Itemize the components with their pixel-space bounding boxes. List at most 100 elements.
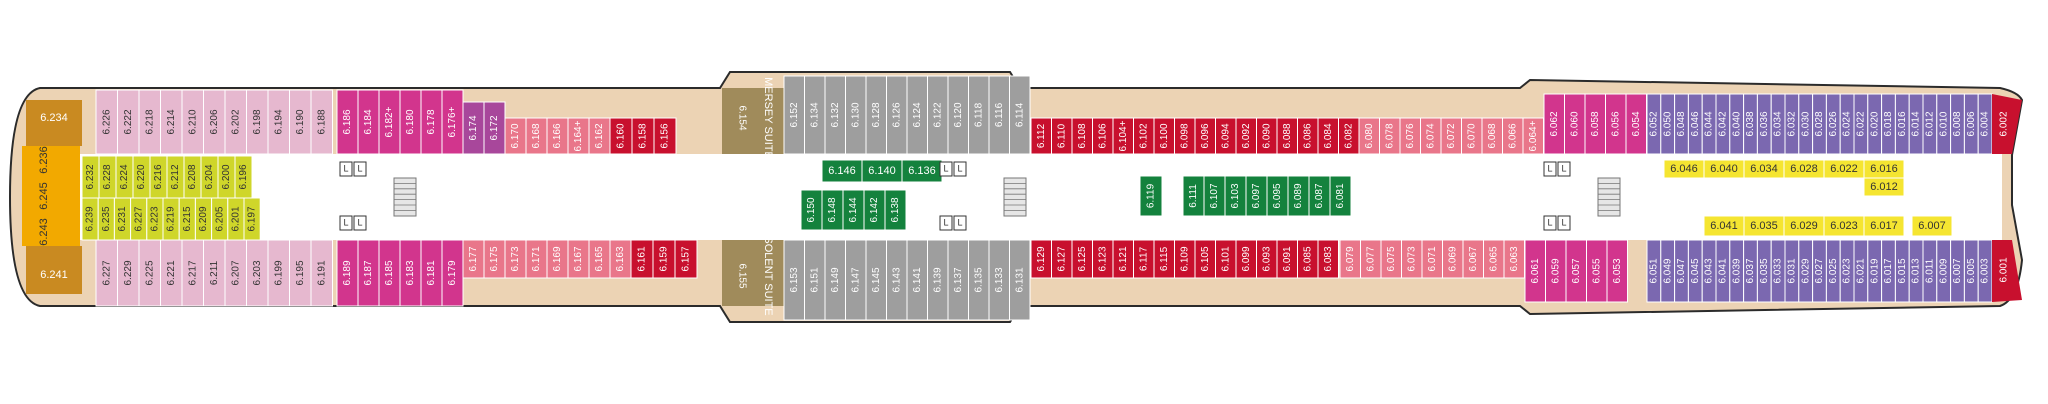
cabin-6-197[interactable]: 6.197 [243, 197, 261, 241]
cabin-6-029[interactable]: 6.029 [1798, 239, 1814, 303]
cabin-6-153[interactable]: 6.153 [783, 239, 805, 321]
cabin-6-076[interactable]: 6.076 [1399, 117, 1421, 155]
cabin-6-062[interactable]: 6.062 [1543, 93, 1565, 155]
cabin-6-182[interactable]: 6.182+ [378, 89, 401, 155]
cabin-6-061[interactable]: 6.061 [1524, 239, 1546, 303]
cabin-6-101[interactable]: 6.101 [1215, 239, 1237, 279]
cabin-6-093[interactable]: 6.093 [1256, 239, 1278, 279]
cabin-block[interactable] [1009, 239, 1031, 321]
cabin-6-152[interactable]: 6.152 [783, 75, 805, 155]
cabin-6-141[interactable]: 6.141 [906, 239, 928, 321]
cabin-6-065[interactable]: 6.065 [1483, 239, 1505, 279]
aft-cabin-6-001[interactable]: 6.001 [1992, 240, 2022, 302]
cabin-6-078[interactable]: 6.078 [1379, 117, 1401, 155]
cabin-6-019[interactable]: 6.019 [1867, 239, 1883, 303]
cabin-6-174[interactable]: 6.174 [462, 101, 485, 155]
suite-block[interactable] [722, 240, 784, 306]
suite-block[interactable] [722, 88, 784, 154]
cabin-6-218[interactable]: 6.218 [138, 89, 161, 155]
cabin-6-115[interactable]: 6.115 [1153, 239, 1175, 279]
cabin-6-116[interactable]: 6.116 [988, 75, 1010, 155]
cabin-6-050[interactable]: 6.050 [1660, 93, 1676, 155]
cabin-6-180[interactable]: 6.180 [399, 89, 422, 155]
cabin-6-055[interactable]: 6.055 [1586, 239, 1608, 303]
cabin-6-215[interactable]: 6.215 [178, 197, 196, 241]
cabin-6-172[interactable]: 6.172 [483, 101, 506, 155]
cabin-6-102[interactable]: 6.102 [1133, 117, 1155, 155]
cabin-6-114[interactable]: 6.114 [1009, 75, 1031, 155]
cabin-6-189[interactable]: 6.189 [336, 239, 359, 307]
cabin-6-149[interactable]: 6.149 [824, 239, 846, 321]
cabin-6-120[interactable]: 6.120 [947, 75, 969, 155]
cabin-6-088[interactable]: 6.088 [1276, 117, 1298, 155]
cabin-6-042[interactable]: 6.042 [1715, 93, 1731, 155]
cabin-6-232[interactable]: 6.232 [81, 155, 100, 199]
cabin-6-094[interactable]: 6.094 [1215, 117, 1237, 155]
cabin-6-162[interactable]: 6.162 [588, 117, 611, 155]
cabin-block[interactable] [1317, 239, 1339, 279]
cabin-6-035[interactable]: 6.035 [1756, 239, 1772, 303]
cabin-6-156[interactable]: 6.156 [653, 117, 677, 155]
cabin-6-148[interactable]: 6.148 [821, 189, 844, 231]
cabin-6-176[interactable]: 6.176+ [441, 89, 464, 155]
cabin-6-186[interactable]: 6.186 [336, 89, 359, 155]
cabin-6-139[interactable]: 6.139 [927, 239, 949, 321]
cabin-6-027[interactable]: 6.027 [1812, 239, 1827, 303]
cabin-6-035[interactable]: 6.035 [1743, 215, 1785, 237]
cabin-6-229[interactable]: 6.229 [117, 239, 140, 307]
cabin-6-017[interactable]: 6.017 [1863, 215, 1905, 237]
cabin-6-222[interactable]: 6.222 [117, 89, 140, 155]
cabin-6-012[interactable]: 6.012 [1863, 177, 1905, 197]
cabin-6-034[interactable]: 6.034 [1743, 159, 1785, 179]
cabin-6-119[interactable]: 6.119 [1139, 175, 1163, 217]
cabin-6-235[interactable]: 6.235 [97, 197, 115, 241]
cabin-6-020[interactable]: 6.020 [1867, 93, 1883, 155]
cabin-6-208[interactable]: 6.208 [183, 155, 202, 199]
cabin-6-044[interactable]: 6.044 [1701, 93, 1717, 155]
cabin-6-199[interactable]: 6.199 [267, 239, 290, 307]
cabin-6-074[interactable]: 6.074 [1420, 117, 1442, 155]
cabin-6-003[interactable]: 6.003 [1977, 239, 1993, 303]
cabin-6-054[interactable]: 6.054 [1625, 93, 1647, 155]
cabin-6-178[interactable]: 6.178 [420, 89, 443, 155]
cabin-6-011[interactable]: 6.011 [1922, 239, 1938, 303]
cabin-block[interactable] [674, 239, 698, 279]
cabin-6-142[interactable]: 6.142 [863, 189, 886, 231]
cabin-6-052[interactable]: 6.052 [1646, 93, 1662, 155]
cabin-6-008[interactable]: 6.008 [1950, 93, 1965, 155]
cabin-6-146[interactable]: 6.146 [821, 159, 863, 183]
cabin-6-046[interactable]: 6.046 [1663, 159, 1705, 179]
cabin-6-025[interactable]: 6.025 [1825, 239, 1841, 303]
cabin-6-124[interactable]: 6.124 [906, 75, 928, 155]
cabin-6-170[interactable]: 6.170 [504, 117, 527, 155]
cabin-block[interactable] [884, 189, 907, 231]
cabin-6-013[interactable]: 6.013 [1908, 239, 1924, 303]
cabin-6-049[interactable]: 6.049 [1660, 239, 1676, 303]
cabin-6-024[interactable]: 6.024 [1839, 93, 1855, 155]
cabin-6-068[interactable]: 6.068 [1481, 117, 1503, 155]
cabin-6-206[interactable]: 6.206 [203, 89, 226, 155]
cabin-6-239[interactable]: 6.239 [81, 197, 99, 241]
cabin-6-063[interactable]: 6.063 [1503, 239, 1525, 279]
cabin-6-032[interactable]: 6.032 [1784, 93, 1800, 155]
cabin-6-133[interactable]: 6.133 [988, 239, 1010, 321]
cabin-6-040[interactable]: 6.040 [1729, 93, 1745, 155]
cabin-6-099[interactable]: 6.099 [1235, 239, 1257, 279]
cabin-6-219[interactable]: 6.219 [162, 197, 180, 241]
cabin-6-159[interactable]: 6.159 [652, 239, 676, 279]
cabin-6-165[interactable]: 6.165 [588, 239, 611, 279]
cabin-6-179[interactable]: 6.179 [441, 239, 464, 307]
cabin-6-080[interactable]: 6.080 [1358, 117, 1380, 155]
cabin-6-056[interactable]: 6.056 [1605, 93, 1627, 155]
cabin-6-033[interactable]: 6.033 [1770, 239, 1786, 303]
cabin-block[interactable] [1863, 215, 1905, 237]
cabin-6-072[interactable]: 6.072 [1440, 117, 1462, 155]
cabin-6-212[interactable]: 6.212 [166, 155, 185, 199]
cabin-6-064[interactable]: 6.064+ [1522, 117, 1544, 155]
cabin-6-122[interactable]: 6.122 [927, 75, 949, 155]
cabin-6-109[interactable]: 6.109 [1174, 239, 1196, 279]
cabin-6-169[interactable]: 6.169 [546, 239, 569, 279]
cabin-6-201[interactable]: 6.201 [227, 197, 245, 241]
